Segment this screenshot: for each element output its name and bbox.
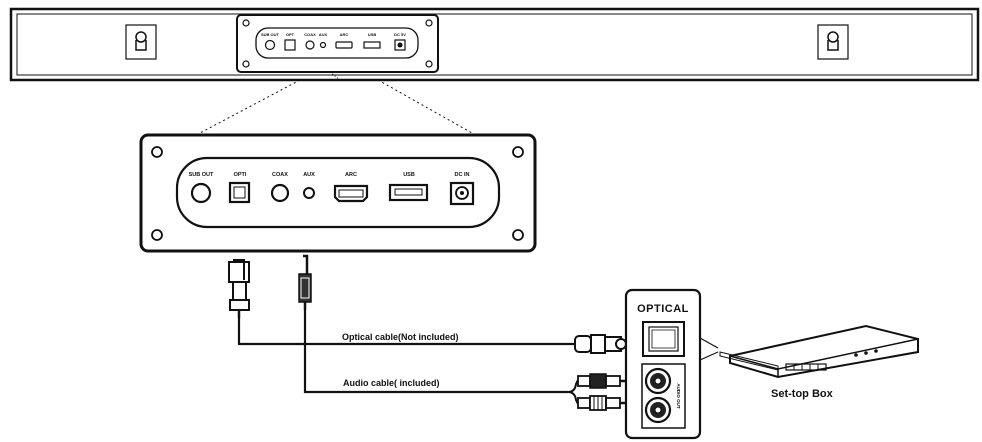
usb-port-icon: [388, 183, 429, 202]
arc-port-icon: [333, 184, 369, 203]
sb-port-label-1: OPT: [286, 32, 295, 37]
dc-in-port-icon: [449, 181, 475, 206]
port-label-opti: OPTI: [234, 172, 247, 178]
audio-out-vertical-label: AUDIO OUT: [676, 383, 681, 409]
callout-lines: [699, 337, 719, 361]
optical-plug-icon: [574, 334, 627, 354]
audio-cable-label: Audio cable( included): [343, 378, 440, 388]
rca-plug-bottom-icon: [577, 395, 630, 411]
enlarged-port-panel: SUB OUT OPTI COAX AUX ARC USB DC IN: [139, 133, 537, 253]
sb-port-label-4: ARC: [340, 32, 349, 37]
port-label-usb: USB: [403, 172, 415, 178]
audio-cable-split: [567, 379, 579, 405]
port-label-aux: AUX: [303, 172, 315, 178]
optical-cable-line: [237, 318, 575, 346]
port-label-sub-out: SUB OUT: [189, 172, 214, 178]
port-label-coax: COAX: [272, 172, 288, 178]
device-output-panel: OPTICAL AUDIO OUT: [624, 288, 702, 440]
rca-jack-bottom-icon: [644, 396, 672, 424]
rca-plug-top-icon: [577, 373, 630, 389]
set-top-box-icon: [719, 324, 919, 379]
sb-port-label-0: SUB OUT: [261, 32, 280, 37]
rca-jack-top-icon: [644, 367, 672, 395]
sb-port-label-6: DC 5V: [394, 32, 406, 37]
soundbar-port-panel: SUB OUT OPT COAX AUX ARC USB DC 5V: [236, 14, 439, 73]
set-top-box-label: Set-top Box: [771, 388, 834, 400]
wall-mount-hole-right-icon: [817, 24, 849, 60]
port-label-dc-in: DC IN: [455, 172, 470, 178]
panel-screw-icon: [151, 146, 524, 241]
optical-connector-icon: [228, 259, 250, 318]
aux-connector-icon: [298, 254, 312, 310]
soundbar: SUB OUT OPT COAX AUX ARC USB DC 5V: [9, 7, 980, 82]
sub-out-port-icon: [190, 182, 212, 204]
optical-port-icon: [228, 181, 251, 204]
optical-cable-label: Optical cable(Not included): [342, 332, 459, 342]
audio-cable-line: [303, 310, 568, 394]
coax-port-icon: [270, 183, 290, 203]
zoom-lines: [199, 71, 473, 134]
sb-port-label-2: COAX: [304, 32, 316, 37]
port-label-arc: ARC: [345, 172, 357, 178]
sb-port-label-5: USB: [368, 32, 377, 37]
wall-mount-hole-left-icon: [125, 24, 157, 60]
optical-output-port-icon: [642, 321, 685, 357]
aux-port-icon: [303, 187, 315, 199]
sb-port-label-3: AUX: [319, 32, 328, 37]
optical-output-title: OPTICAL: [637, 303, 689, 315]
